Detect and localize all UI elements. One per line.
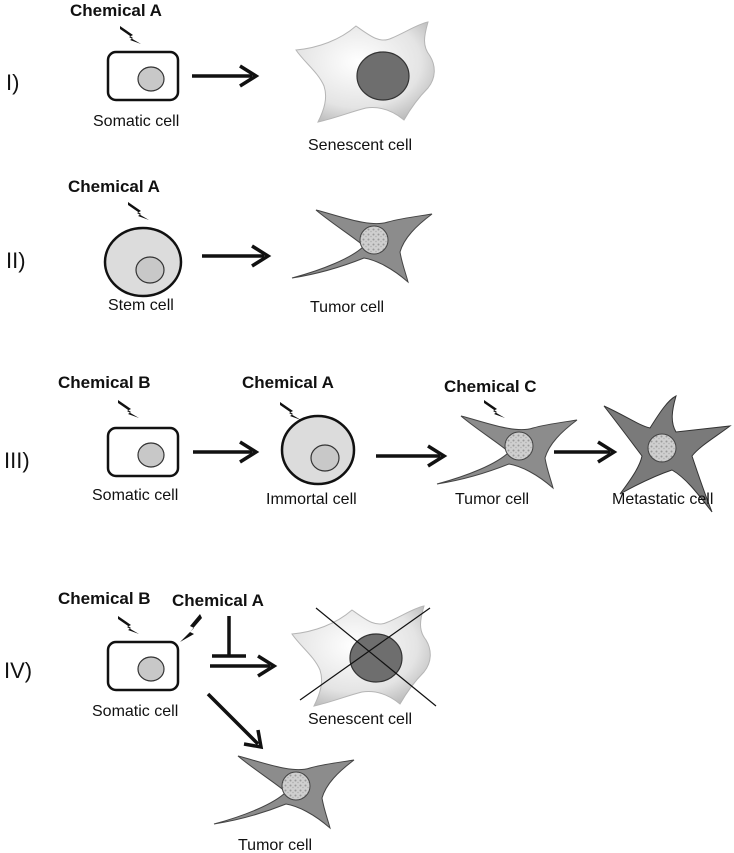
chemical-label: Chemical A (68, 177, 160, 196)
lightning-bolt-icon (118, 400, 139, 418)
arrow-icon (210, 654, 278, 678)
panel-II: II) Chemical A Stem cell Tumor cell (6, 177, 433, 316)
chemical-label: Chemical A (172, 591, 264, 610)
panel-III: III) Chemical B Somatic cell Chemical A … (4, 373, 732, 513)
stem-cell-label: Stem cell (108, 297, 174, 314)
somatic-cell-label: Somatic cell (92, 703, 178, 720)
lightning-bolt-icon (128, 202, 149, 220)
arrow-icon (202, 244, 272, 268)
chemical-label: Chemical B (58, 373, 151, 392)
tumor-cell-label: Tumor cell (238, 837, 312, 853)
stem-cell (103, 226, 183, 298)
lightning-bolt-icon (280, 402, 301, 420)
metastatic-cell (603, 395, 732, 513)
arrow-icon (376, 444, 448, 468)
senescent-cell-label: Senescent cell (308, 137, 412, 154)
arrow-icon (206, 692, 264, 750)
chemical-label: Chemical B (58, 589, 151, 608)
somatic-cell-label: Somatic cell (93, 113, 179, 130)
somatic-cell (106, 640, 180, 692)
senescent-nucleus (349, 633, 403, 683)
lightning-bolt-icon (120, 26, 141, 44)
lightning-bolt-icon (118, 616, 139, 634)
tumor-cell (213, 755, 355, 829)
chemical-label: Chemical A (242, 373, 334, 392)
panel-IV: IV) Chemical B Chemical A Somatic cell S… (4, 589, 437, 853)
panel-numeral: I) (6, 70, 19, 95)
panel-numeral: II) (6, 248, 26, 273)
arrow-icon (192, 64, 260, 88)
inhibition-icon (212, 616, 246, 658)
somatic-cell (106, 426, 180, 478)
panel-numeral: IV) (4, 658, 32, 683)
arrow-icon (193, 440, 260, 464)
somatic-cell (106, 50, 180, 102)
arrow-icon (554, 440, 618, 464)
panel-numeral: III) (4, 448, 30, 473)
metastatic-cell-label: Metastatic cell (612, 491, 713, 508)
panel-I: I) Chemical A Somatic cell Senescent cel… (6, 1, 435, 154)
tumor-cell-label: Tumor cell (310, 299, 384, 316)
tumor-cell (291, 209, 433, 283)
senescent-cell-label: Senescent cell (308, 711, 412, 728)
lightning-bolt-icon (484, 400, 505, 418)
tumor-cell-label: Tumor cell (455, 491, 529, 508)
lightning-bolt-icon (180, 614, 202, 642)
chemical-label: Chemical A (70, 1, 162, 20)
senescent-nucleus (356, 51, 410, 101)
immortal-cell (280, 414, 356, 486)
somatic-cell-label: Somatic cell (92, 487, 178, 504)
blocked-cross-icon (299, 607, 437, 707)
immortal-cell-label: Immortal cell (266, 491, 357, 508)
chemical-label: Chemical C (444, 377, 537, 396)
